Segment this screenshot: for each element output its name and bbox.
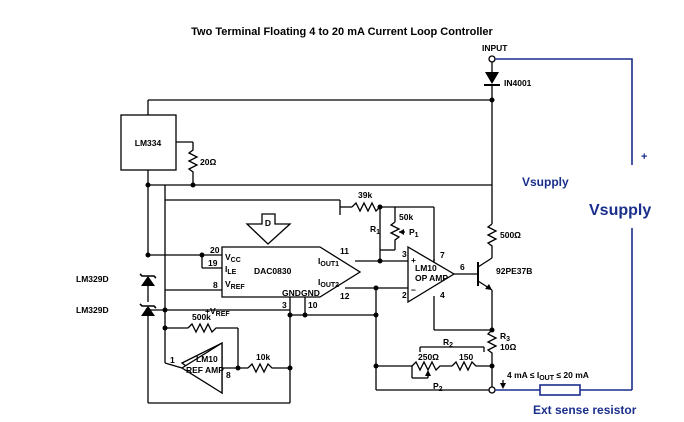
r2-label: R2 xyxy=(443,337,453,349)
iout2-pin-label: IOUT2 xyxy=(318,277,339,289)
pin8-label: 8 xyxy=(213,280,218,290)
ext-sense-resistor xyxy=(539,384,581,396)
vsupply-large: Vsupply xyxy=(589,202,651,219)
pin12-label: 12 xyxy=(340,291,350,301)
vcc-pin-label: VCC xyxy=(225,252,241,264)
r10k-label: 10k xyxy=(256,352,270,362)
lm10-op-amp xyxy=(407,245,456,304)
refamp-line2: REF AMP xyxy=(186,365,224,375)
resistor-150 xyxy=(451,360,492,372)
vsupply-small: Vsupply xyxy=(522,175,569,189)
input-terminal xyxy=(488,55,496,63)
gnd1-pin-label: GND xyxy=(282,288,301,298)
r39k-label: 39k xyxy=(358,190,372,200)
transistor-92pe37b xyxy=(477,257,493,291)
pin3-label: 3 xyxy=(282,300,287,310)
zener-lm329d-upper xyxy=(139,273,157,286)
vref-line-label: +VREF xyxy=(205,306,230,318)
resistor-20ohm xyxy=(187,142,199,185)
zener2-label: LM329D xyxy=(76,305,109,315)
dac-label: DAC0830 xyxy=(254,266,292,276)
ref-pin8-label: 8 xyxy=(226,370,231,380)
pin19-label: 19 xyxy=(208,258,218,268)
op-pin2-label: 2 xyxy=(402,290,407,300)
op-pin3-label: 3 xyxy=(402,249,407,259)
ref-pin1-label: 1 xyxy=(170,355,175,365)
resistor-500ohm xyxy=(486,223,498,258)
d-arrow-label: D xyxy=(265,218,271,228)
r10-label: 10Ω xyxy=(500,342,516,352)
svg-text:+: + xyxy=(411,255,416,265)
r250-label: 250Ω xyxy=(418,352,439,362)
r50k-label: 50k xyxy=(399,212,413,222)
r3-label: R3 xyxy=(500,331,510,343)
gnd2-pin-label: GND xyxy=(301,288,320,298)
zener1-label: LM329D xyxy=(76,274,109,284)
diode-in4001 xyxy=(484,72,500,86)
lm334-box xyxy=(120,114,177,171)
data-input-arrow xyxy=(245,213,292,245)
p2-label: P2 xyxy=(433,381,443,393)
diode-label: IN4001 xyxy=(504,78,532,88)
r1-label: R1 xyxy=(370,224,380,236)
resistor-10k xyxy=(247,362,290,374)
resistor-250ohm xyxy=(411,360,452,372)
resistor-500k xyxy=(187,322,238,334)
op-pin7-label: 7 xyxy=(440,250,445,260)
input-label: INPUT xyxy=(482,43,508,53)
p1-label: P1 xyxy=(409,227,419,239)
external-supply-loop xyxy=(495,58,633,165)
ile-pin-label: ILE xyxy=(225,264,237,276)
vref-pin-label: VREF xyxy=(225,279,245,291)
opamp-line1: LM10 xyxy=(415,263,437,273)
r500k-label: 500k xyxy=(192,312,211,322)
lm334-label: LM334 xyxy=(135,138,162,148)
opamp-line2: OP AMP xyxy=(415,273,448,283)
iout-range-label: 4 mA ≤ IOUT ≤ 20 mA xyxy=(507,370,589,382)
diagram-title: Two Terminal Floating 4 to 20 mA Current… xyxy=(191,26,493,38)
transistor-label: 92PE37B xyxy=(496,266,532,276)
resistor-39k xyxy=(351,201,381,213)
pin10-label: 10 xyxy=(308,300,318,310)
svg-text:−: − xyxy=(411,285,416,295)
r20-label: 20Ω xyxy=(200,157,216,167)
dac0830-block xyxy=(221,246,362,298)
pot-50k xyxy=(389,221,401,245)
iout1-pin-label: IOUT1 xyxy=(318,256,339,268)
refamp-line1: LM10 xyxy=(196,354,218,364)
resistor-r3-10ohm xyxy=(486,329,498,390)
pin20-label: 20 xyxy=(210,245,220,255)
op-pin6-label: 6 xyxy=(460,262,465,272)
r500-label: 500Ω xyxy=(500,230,521,240)
r150-label: 150 xyxy=(459,352,473,362)
pin11-label: 11 xyxy=(340,246,349,256)
op-pin4-label: 4 xyxy=(440,290,445,300)
ext-sense-label: Ext sense resistor xyxy=(533,403,637,417)
output-terminal xyxy=(488,386,496,394)
plus-sign: + xyxy=(641,151,647,163)
